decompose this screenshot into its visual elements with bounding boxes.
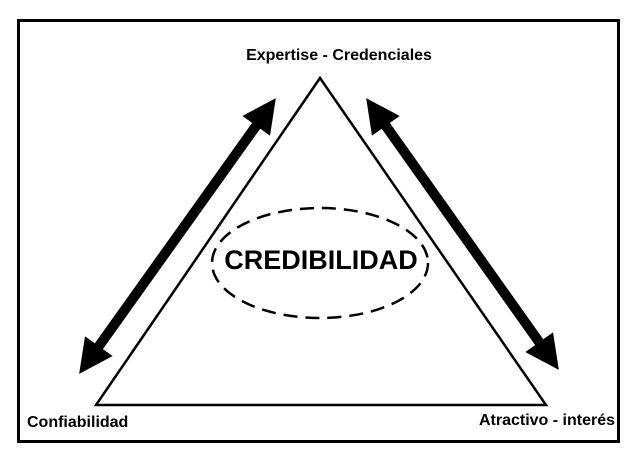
triangle-shape <box>93 75 549 407</box>
credibility-label: CREDIBILIDAD <box>224 245 418 275</box>
diagram-frame <box>17 19 620 443</box>
reliability-label: Confiabilidad <box>27 414 129 431</box>
attractiveness-interest-label: Atractivo - interés <box>478 412 615 429</box>
left-double-arrow <box>79 98 276 374</box>
right-double-arrow <box>366 98 559 370</box>
expertise-credentials-label: Expertise - Credenciales <box>246 47 432 64</box>
